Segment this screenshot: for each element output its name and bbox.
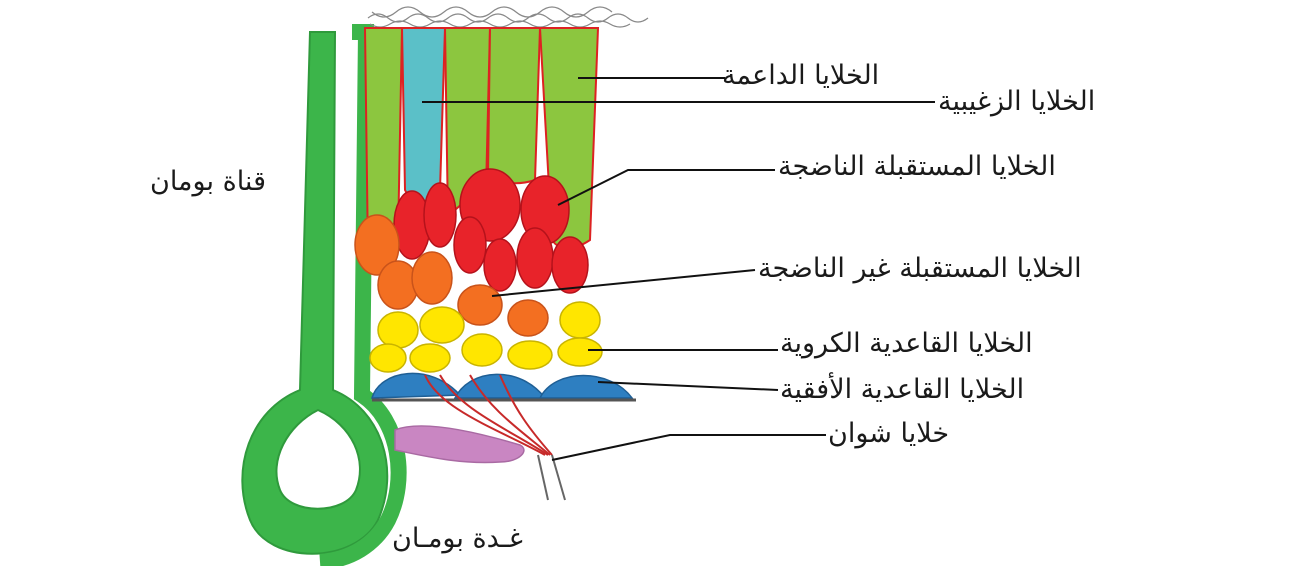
label-bowman-gland: غـدة بومـان [392,523,523,554]
globose-basal-cells [369,301,603,373]
mature-receptor-cells [393,168,589,294]
label-horizontal-basal-cells: الخلايا القاعدية الأفقية [780,374,1025,405]
olfactory-nerve [537,454,566,501]
bowman-gland-duct [241,24,407,566]
horizontal-basal-cells [370,372,634,399]
label-schwann-cells: خلايا شوان [828,418,950,449]
axon-bundle [424,374,553,456]
ciliated-cell [400,27,447,203]
label-ciliated-cells: الخلايا الزغيبية [938,86,1096,117]
label-bowman-duct: قناة بومان [150,166,266,197]
schwann-cell [394,425,525,464]
cilia-layer [367,6,649,28]
label-globose-basal-cells: الخلايا القاعدية الكروية [780,328,1033,359]
label-mature-receptor-cells: الخلايا المستقبلة الناضجة [778,151,1056,182]
immature-receptor-cells [354,214,549,337]
leader-lines [422,77,935,461]
label-supporting-cells: الخلايا الداعمة [722,60,880,91]
label-immature-receptor-cells: الخلايا المستقبلة غير الناضجة [758,253,1082,284]
